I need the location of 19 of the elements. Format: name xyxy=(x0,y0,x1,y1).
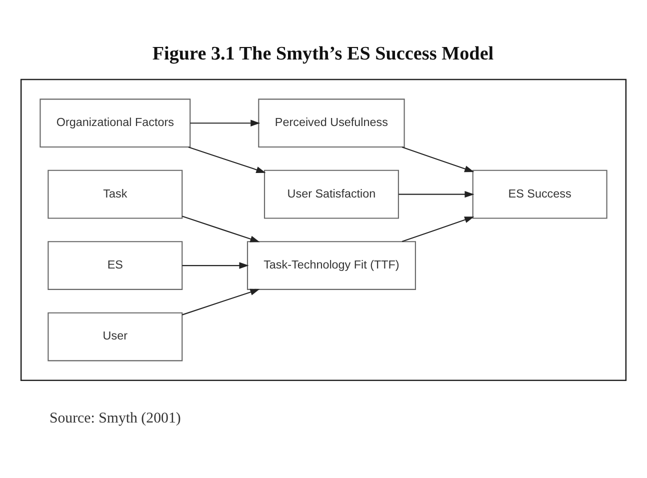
arrow xyxy=(182,215,260,242)
node-box: ES Success xyxy=(472,169,608,218)
arrow xyxy=(188,146,266,172)
caption: Source: Smyth (2001) xyxy=(49,410,181,426)
cluster xyxy=(20,78,627,380)
node-box: Task-Technology Fit (TTF) xyxy=(246,240,416,290)
arrow xyxy=(182,262,249,268)
arrow xyxy=(402,146,474,172)
diagram-title: Figure 3.1 The Smyth’s ES Success Model xyxy=(152,43,494,64)
node-box: Task xyxy=(48,169,183,218)
arrow xyxy=(398,190,474,198)
node-box: User Satisfaction xyxy=(264,169,399,218)
arrow xyxy=(182,288,260,315)
arrow xyxy=(402,216,474,242)
node-box: Organizational Factors xyxy=(40,98,191,148)
arrow xyxy=(190,119,260,126)
node-box: ES xyxy=(48,240,183,290)
node-box: Perceived Usefulness xyxy=(258,98,405,148)
node-box: User xyxy=(48,312,183,361)
